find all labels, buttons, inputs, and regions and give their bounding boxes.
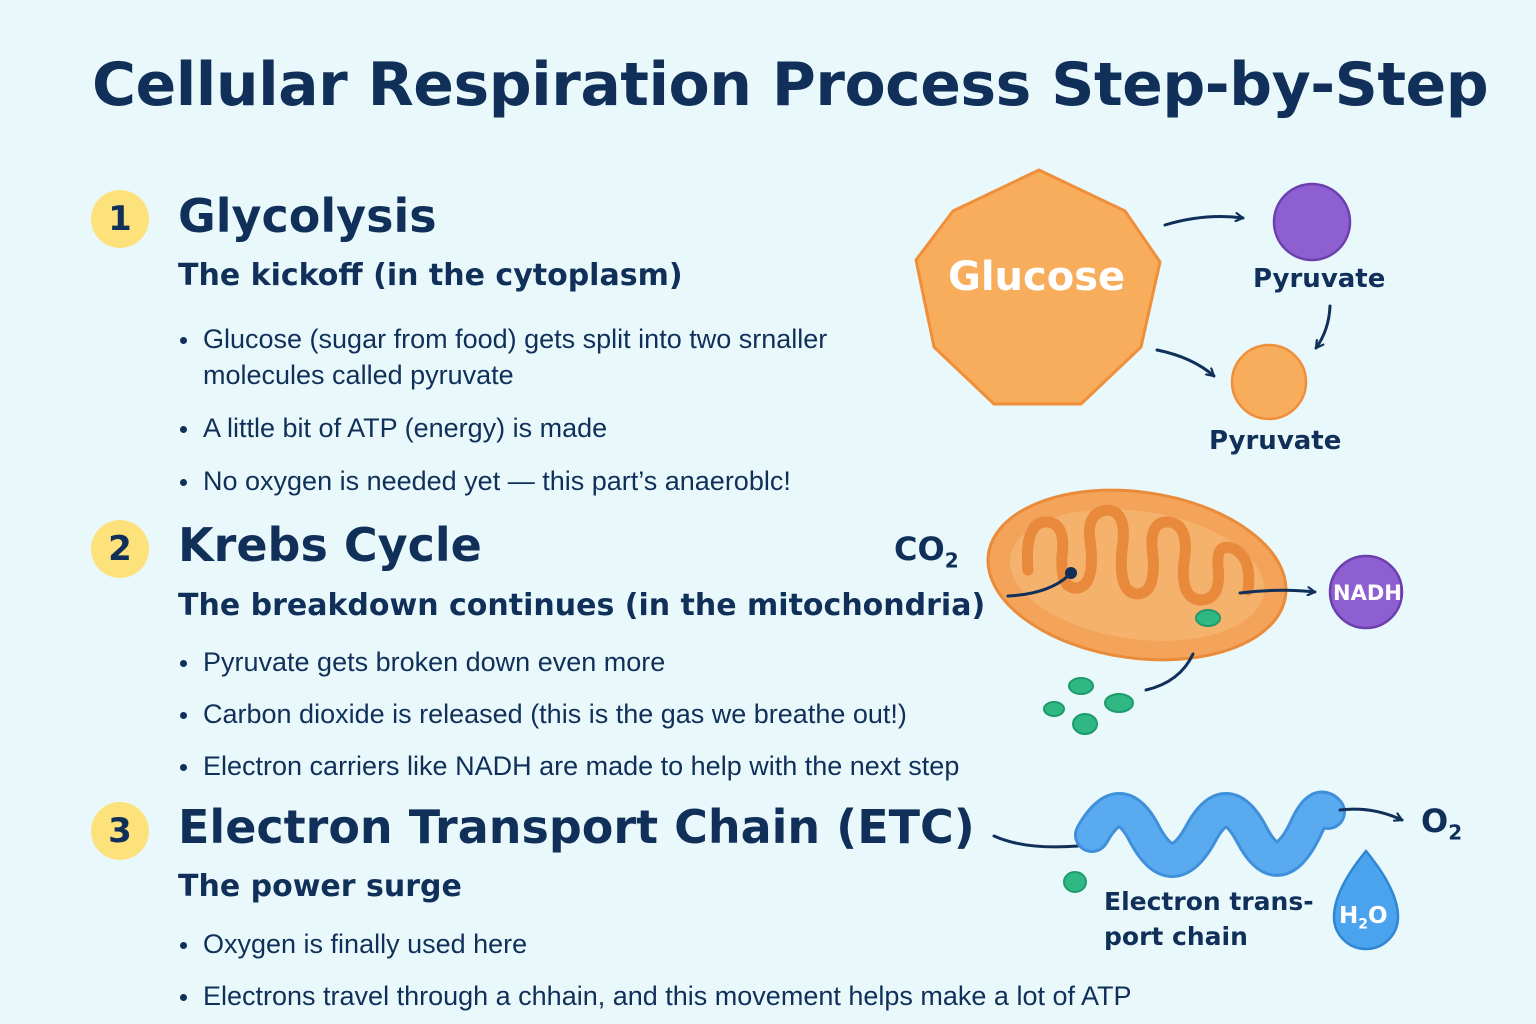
step-2-bullet-1: Pyruvate gets broken down even more <box>178 644 1058 680</box>
water-label: H2O <box>1339 903 1388 933</box>
step-3-bullet-1: Oxygen is finally used here <box>178 926 1278 962</box>
pyruvate-top-molecule <box>1272 182 1352 262</box>
pyruvate-bottom-molecule <box>1230 343 1308 421</box>
step-1-number-badge: 1 <box>91 190 149 248</box>
arrow-into-etc <box>992 834 1080 849</box>
arrow-glucose-to-pyruvate-bottom <box>1155 348 1216 378</box>
arrow-mitochondrion-to-dots <box>1144 652 1195 692</box>
water-droplet <box>1332 849 1400 951</box>
o2-label: O2 <box>1421 802 1463 845</box>
pyruvate-bottom-label: Pyruvate <box>1209 426 1342 456</box>
step-3-bullet-2: Electrons travel through a chhain, and t… <box>178 978 1278 1014</box>
green-dot <box>1043 701 1065 717</box>
step-3-subtitle: The power surge <box>178 869 462 904</box>
arrow-pyruvate-top-to-bottom <box>1314 304 1332 350</box>
arrow-co2-to-mitochondrion <box>1006 574 1070 598</box>
etc-label-line-2: port chain <box>1104 922 1248 951</box>
step-2-bullet-2: Carbon dioxide is released (this is the … <box>178 696 1058 732</box>
nadh-label: NADH <box>1333 581 1402 605</box>
step-2-bullet-3: Electron carriers like NADH are made to … <box>178 748 1058 784</box>
pyruvate-top-label: Pyruvate <box>1253 264 1386 294</box>
step-3-bullet-list: Oxygen is finally used here Electrons tr… <box>178 926 1278 1014</box>
arrow-glucose-to-pyruvate-top <box>1163 217 1245 227</box>
electron-transport-chain-label: Electron trans- port chain <box>1104 884 1314 954</box>
step-1-subtitle: The kickoff (in the cytoplasm) <box>178 258 683 293</box>
arrow-mitochondrion-to-nadh <box>1238 590 1317 593</box>
step-1-bullet-3: No oxygen is needed yet — this part’s an… <box>178 463 918 499</box>
green-dot <box>1072 713 1098 735</box>
glucose-label: Glucose <box>948 254 1126 300</box>
step-3-number-badge: 3 <box>91 802 149 860</box>
step-1-bullet-1: Glucose (sugar from food) gets split int… <box>178 321 918 393</box>
step-2-title: Krebs Cycle <box>178 518 482 572</box>
arrow-etc-to-o2 <box>1338 807 1404 820</box>
green-dot <box>1068 677 1094 695</box>
co2-arrow-head <box>1065 567 1077 579</box>
etc-label-line-1: Electron trans- <box>1104 887 1314 916</box>
green-dot <box>1063 871 1087 893</box>
step-2-bullet-list: Pyruvate gets broken down even more Carb… <box>178 644 1058 784</box>
step-3-title: Electron Transport Chain (ETC) <box>178 800 975 854</box>
step-1-bullet-2: A little bit of ATP (energy) is made <box>178 410 918 446</box>
step-1-bullet-list: Glucose (sugar from food) gets split int… <box>178 321 918 499</box>
glucose-heptagon <box>914 168 1162 406</box>
step-1-title: Glycolysis <box>178 189 437 243</box>
nadh-molecule <box>1328 554 1404 630</box>
page-title: Cellular Respiration Process Step-by-Ste… <box>92 50 1489 120</box>
mitochondrion <box>986 488 1288 662</box>
green-dot <box>1104 693 1134 713</box>
co2-label: CO2 <box>894 530 959 573</box>
step-2-number-badge: 2 <box>91 520 149 578</box>
step-2-subtitle: The breakdown continues (in the mitochon… <box>178 588 986 623</box>
green-dot <box>1195 609 1221 627</box>
